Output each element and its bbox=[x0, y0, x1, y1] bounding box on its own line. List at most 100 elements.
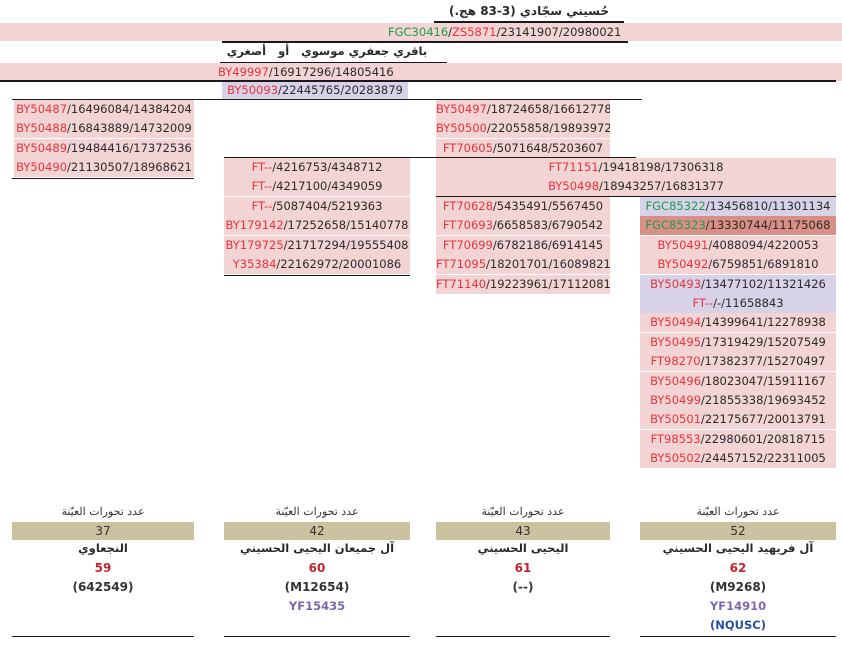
snp-row: FT--/4216753/4348712 bbox=[224, 158, 410, 177]
snp-row: BY50487/16496084/14384204 bbox=[14, 100, 194, 119]
family-caption: عدد تحورات العيّنة bbox=[481, 505, 565, 518]
snp-id: BY50492 bbox=[657, 257, 709, 272]
snp-pos: /5087404/5219363 bbox=[272, 198, 383, 213]
col2-bottom-line bbox=[224, 275, 410, 276]
snp-pos: /18201701/16089821 bbox=[486, 257, 610, 272]
snp-row: FT--/-/11658843 bbox=[640, 294, 836, 313]
snp-pos: /18724658/16612778 bbox=[486, 102, 610, 116]
snp-row: FT70628/5435491/5567450 bbox=[436, 197, 610, 216]
snp-pos: /22055858/19893972 bbox=[486, 121, 610, 136]
col1-bottom-line bbox=[12, 178, 194, 179]
snp-id: BY50493 bbox=[650, 276, 702, 291]
branch-line bbox=[220, 62, 447, 63]
snp-row: BY50497/18724658/16612778 bbox=[436, 100, 610, 119]
family-number: 61 bbox=[514, 561, 532, 575]
top-snp-row-1: BY50093/22445765/20283879 bbox=[222, 82, 408, 99]
snp-row: FT71095/18201701/16089821 bbox=[436, 255, 610, 275]
snp-id: FT70628 bbox=[442, 199, 493, 213]
family-count: 43 bbox=[436, 522, 610, 540]
snp-pos: /5435491/5567450 bbox=[492, 199, 604, 213]
snp-pos: /5071648/5203607 bbox=[492, 140, 604, 155]
snp-id: BY50502 bbox=[650, 451, 702, 466]
snp-id: BY50488 bbox=[16, 121, 68, 136]
snp-id: BY50498 bbox=[548, 179, 600, 194]
snp-pos: /4216753/4348712 bbox=[272, 160, 383, 174]
family-number: 59 bbox=[94, 561, 112, 575]
family-extra2: (NQUSC) bbox=[710, 618, 766, 632]
snp-row: BY50489/19484416/17372536 bbox=[14, 138, 194, 158]
branch-label-left: باقري جعفري موسوي bbox=[301, 44, 428, 58]
snp-pos: /6658583/6790542 bbox=[492, 218, 604, 233]
family-name: آل جميعان اليحيى الحسيني bbox=[239, 541, 395, 555]
snp-pos: /17252658/15140778 bbox=[283, 218, 409, 233]
family-count: 37 bbox=[12, 522, 194, 540]
col3top-bottom-line bbox=[224, 157, 636, 158]
family-count: 52 bbox=[640, 522, 836, 540]
snp-id: BY50496 bbox=[650, 373, 702, 388]
snp-row: FT--/5087404/5219363 bbox=[224, 196, 410, 216]
snp-row: BY50500/22055858/19893972 bbox=[436, 119, 610, 139]
snp-row: BY179142/17252658/15140778 bbox=[224, 216, 410, 236]
snp-row: FT70605/5071648/5203607 bbox=[436, 138, 610, 158]
snp-row: BY50496/18023047/15911167 bbox=[640, 371, 836, 391]
family-bottom-line bbox=[436, 636, 610, 637]
snp-id: BY50494 bbox=[650, 315, 702, 330]
top-snp-divider bbox=[0, 80, 836, 82]
snp-pos: /21130507/18968621 bbox=[67, 160, 192, 175]
snp-pos: /21855338/19693452 bbox=[701, 393, 826, 407]
snp-pos: /16496084/14384204 bbox=[67, 102, 192, 116]
snp-id: FT71095 bbox=[436, 257, 487, 272]
snp-id: BY50495 bbox=[650, 334, 702, 349]
family-number: 62 bbox=[729, 561, 747, 575]
family-extra: YF15435 bbox=[288, 599, 346, 613]
snp-pos: /6759851/6891810 bbox=[708, 257, 819, 272]
snp-id: BY50490 bbox=[16, 160, 68, 175]
snp-pos: /16843889/14732009 bbox=[67, 121, 192, 136]
snp-id: FT98553 bbox=[650, 431, 701, 446]
snp-pos: /22162972/20001086 bbox=[276, 257, 402, 271]
top-split-line bbox=[12, 99, 642, 100]
snp-id: FT-- bbox=[692, 296, 714, 310]
family-caption: عدد تحورات العيّنة bbox=[275, 505, 359, 518]
snp-id: FGC85323 bbox=[645, 218, 706, 233]
family-kit: (M9268) bbox=[709, 580, 767, 594]
snp-pos: /13456810/11301134 bbox=[705, 199, 831, 213]
root-snp-part: FGC30416 bbox=[388, 25, 449, 39]
snp-id: BY50489 bbox=[16, 140, 68, 155]
snp-row: BY50501/22175677/20013791 bbox=[640, 410, 836, 430]
family-name: آل فريهيد اليحيى الحسيني bbox=[662, 541, 814, 555]
snp-pos: /22175677/20013791 bbox=[701, 412, 826, 427]
snp-row: BY50492/6759851/6891810 bbox=[640, 255, 836, 275]
family-name: اليحيى الحسيني bbox=[477, 541, 569, 555]
snp-pos: /-/11658843 bbox=[713, 296, 784, 310]
snp-pos: /17319429/15207549 bbox=[701, 334, 826, 349]
snp-id: BY179725 bbox=[225, 237, 284, 252]
snp-row: FT71151/19418198/17306318 bbox=[436, 158, 836, 177]
snp-row: BY50493/13477102/11321426 bbox=[640, 274, 836, 294]
snp-row: FT--/4217100/4349059 bbox=[224, 177, 410, 197]
snp-pos: /14399641/12278938 bbox=[701, 315, 826, 330]
snp-pos: /22445765/20283879 bbox=[278, 83, 403, 97]
snp-row: BY50494/14399641/12278938 bbox=[640, 313, 836, 333]
snp-id: BY50497 bbox=[436, 102, 487, 116]
snp-row: FT71140/19223961/17112081 bbox=[436, 274, 610, 294]
family-count: 42 bbox=[224, 522, 410, 540]
snp-row: FT70699/6782186/6914145 bbox=[436, 235, 610, 255]
snp-id: FT71151 bbox=[548, 160, 599, 174]
snp-id: BY50501 bbox=[650, 412, 702, 427]
snp-id: BY179142 bbox=[225, 218, 284, 233]
snp-pos: /4088094/4220053 bbox=[708, 237, 819, 252]
family-kit: (M12654) bbox=[284, 580, 350, 594]
snp-id: FT-- bbox=[251, 179, 273, 194]
snp-row: FT70693/6658583/6790542 bbox=[436, 216, 610, 236]
snp-pos: /19223961/17112081 bbox=[486, 276, 610, 291]
snp-id: Y35384 bbox=[232, 257, 277, 271]
snp-pos: /21717294/19555408 bbox=[283, 237, 409, 252]
snp-row: FT98270/17382377/15270497 bbox=[640, 352, 836, 372]
snp-pos: /4217100/4349059 bbox=[272, 179, 383, 194]
snp-pos: /13477102/11321426 bbox=[701, 276, 826, 291]
snp-id: BY50093 bbox=[227, 83, 279, 97]
root-title: حُسيني سجّادي (3-83 هج.) bbox=[449, 4, 609, 18]
snp-id: BY50499 bbox=[650, 393, 702, 407]
family-bottom-line bbox=[224, 636, 410, 637]
